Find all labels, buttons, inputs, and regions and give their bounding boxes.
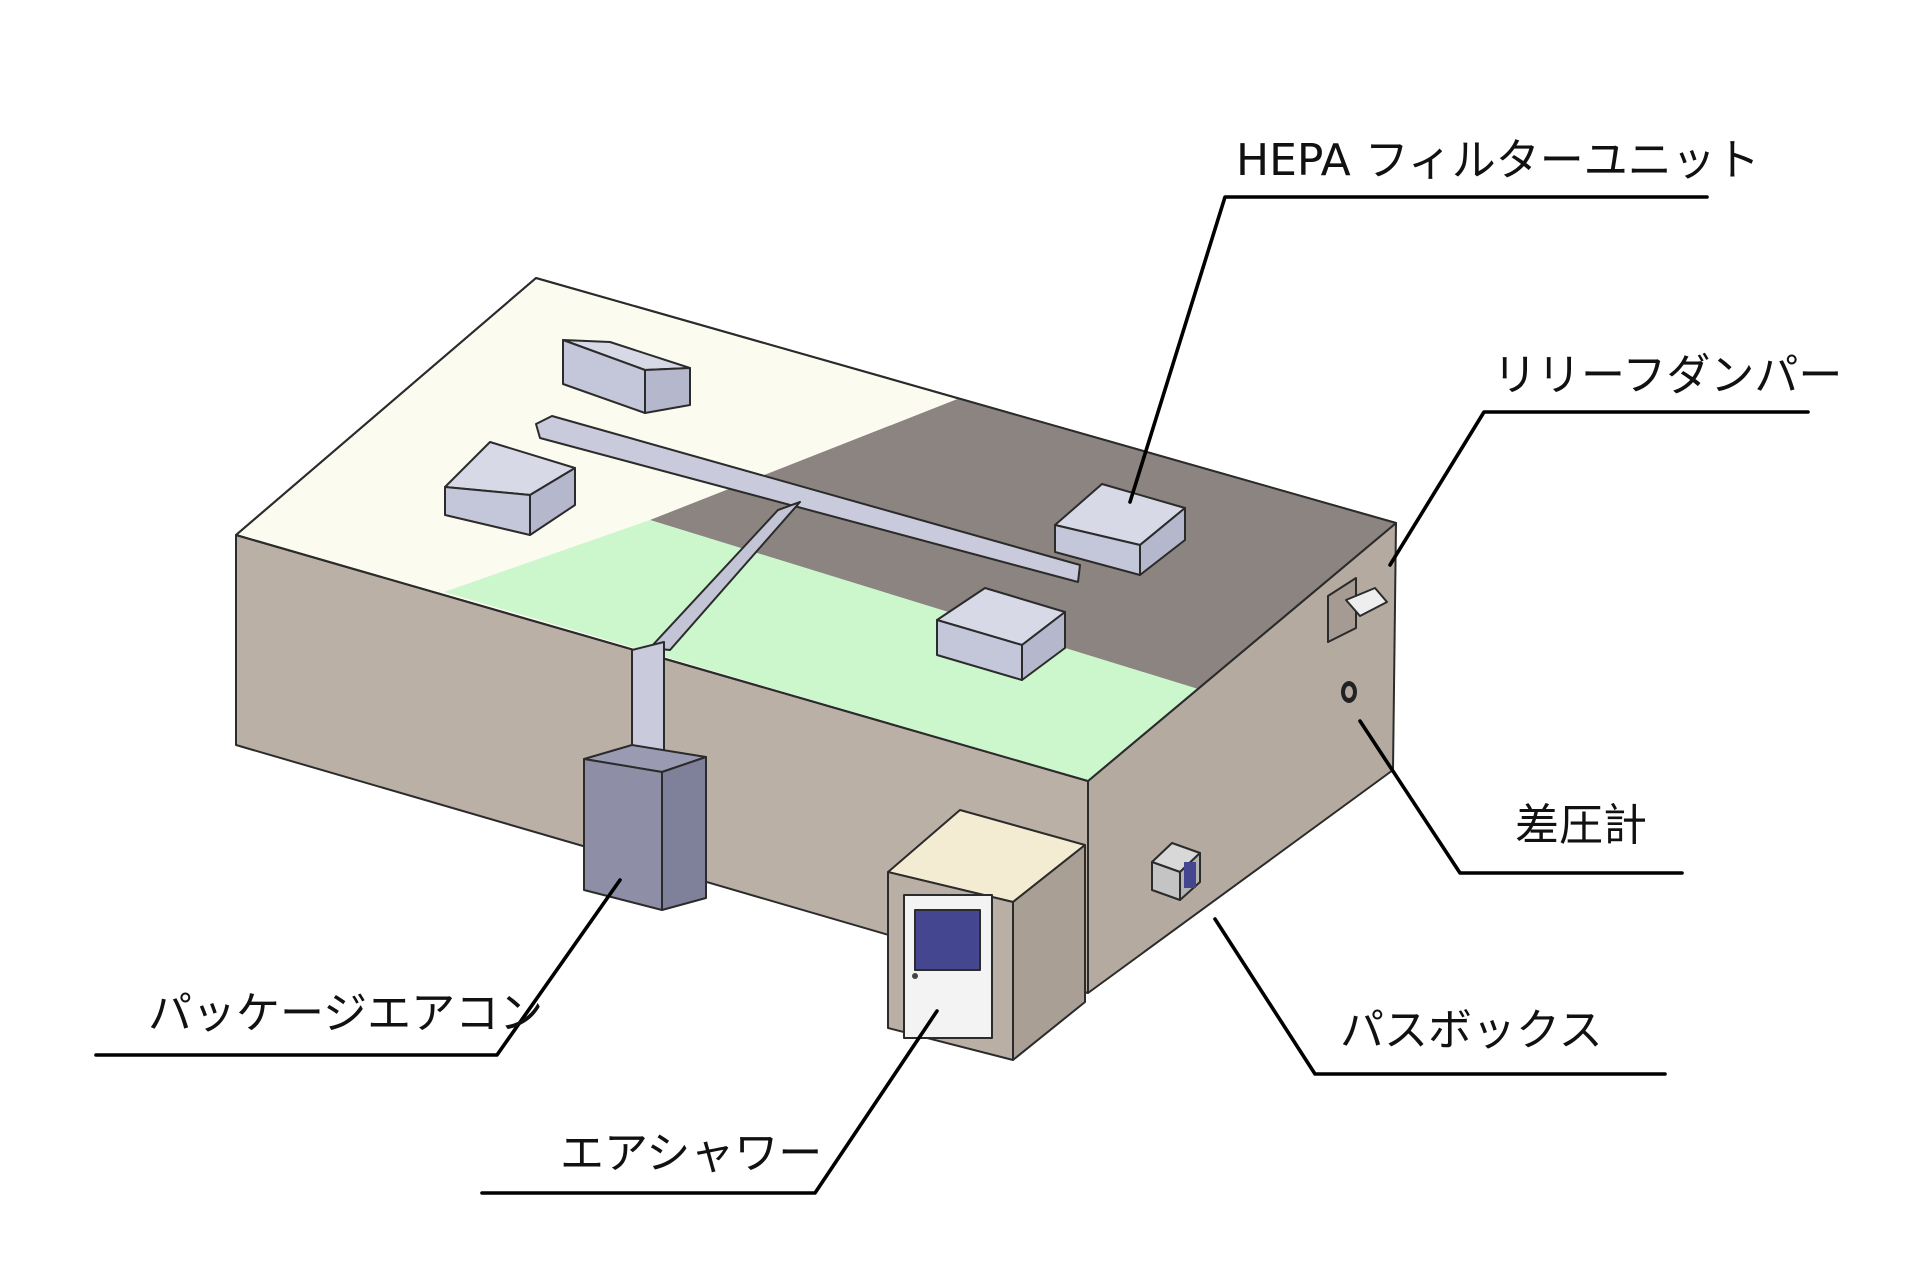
airshower-leader-line bbox=[480, 1009, 939, 1195]
passbox-leader-line bbox=[1213, 917, 1667, 1076]
relief-leader-line bbox=[1388, 410, 1810, 567]
hepa-unit-1 bbox=[562, 339, 691, 414]
label-hepa-filter-unit: HEPA フィルターユニット bbox=[1236, 135, 1760, 186]
branch-duct bbox=[649, 501, 801, 651]
air-shower bbox=[887, 809, 1086, 1061]
package-aircon bbox=[583, 744, 707, 911]
hepa-unit-3 bbox=[1054, 483, 1186, 576]
relief-damper bbox=[1327, 577, 1388, 643]
label-relief-damper: リリーフダンパー bbox=[1493, 350, 1842, 401]
hepa-unit-4 bbox=[936, 587, 1066, 681]
label-package-aircon: パッケージエアコン bbox=[148, 988, 543, 1039]
leader-lines bbox=[94, 195, 1810, 1195]
gauge-leader-line bbox=[1358, 719, 1684, 875]
labels: HEPA フィルターユニット リリーフダンパー 差圧計 パスボックス パッケージ… bbox=[148, 135, 1842, 1179]
main-duct bbox=[535, 415, 1081, 583]
hepa-unit-2 bbox=[444, 441, 576, 536]
differential-pressure-gauge bbox=[1341, 681, 1357, 703]
label-air-shower: エアシャワー bbox=[560, 1128, 822, 1179]
hepa-leader-line bbox=[1128, 195, 1709, 504]
duct-system bbox=[535, 415, 1081, 763]
vertical-duct bbox=[631, 641, 665, 763]
pass-box bbox=[1151, 842, 1201, 901]
cleanroom-building bbox=[235, 277, 1397, 994]
label-differential-pressure-gauge: 差圧計 bbox=[1515, 800, 1647, 851]
roof-green bbox=[444, 520, 1198, 781]
label-pass-box: パスボックス bbox=[1340, 1005, 1603, 1056]
aircon-leader-line bbox=[94, 878, 622, 1057]
hepa-units bbox=[444, 339, 1186, 681]
air-shower-window bbox=[914, 909, 981, 971]
